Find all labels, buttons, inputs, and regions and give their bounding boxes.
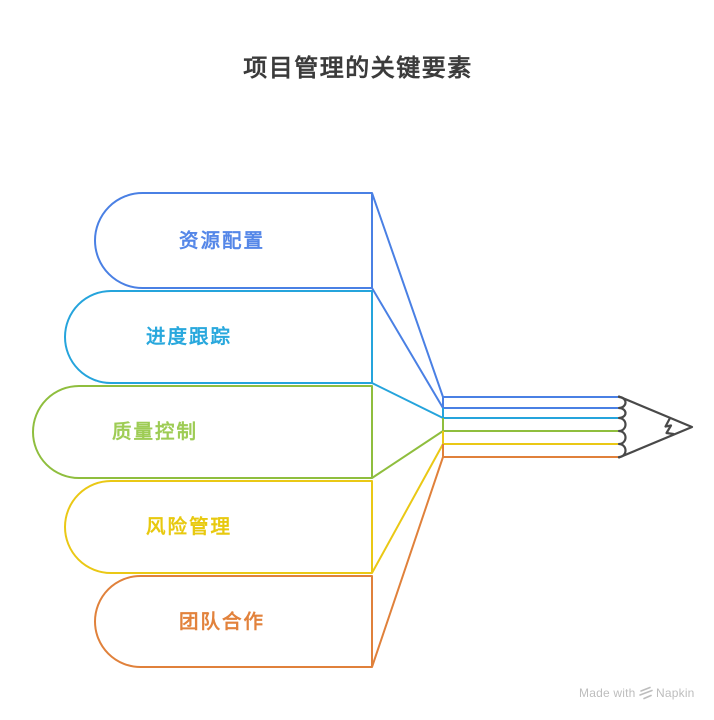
book-shape — [64, 290, 373, 384]
element-quality-control: 质量控制 — [32, 385, 618, 479]
pencil-point-outline — [617, 395, 694, 459]
pencil-wood-scallops — [617, 395, 627, 459]
connector-line — [371, 443, 618, 574]
pencil-lead-zigzag — [664, 416, 675, 436]
napkin-logo-stroke — [643, 694, 652, 700]
diagram-title: 项目管理的关键要素 — [243, 54, 473, 82]
element-progress-tracking: 进度跟踪 — [64, 290, 618, 419]
element-resource-allocation: 资源配置 — [94, 192, 618, 409]
book-shape — [32, 385, 373, 479]
book-shape — [64, 480, 373, 574]
watermark-brand: Napkin — [656, 686, 695, 700]
connector-line — [371, 430, 618, 479]
watermark-made-with: Made with — [579, 686, 636, 700]
napkin-logo-icon — [639, 686, 653, 700]
element-label: 质量控制 — [112, 420, 198, 443]
book-shape — [94, 575, 373, 668]
book-shape — [94, 192, 373, 289]
connector-line — [371, 287, 618, 409]
connector-line — [371, 382, 618, 419]
connector-line — [371, 192, 618, 398]
watermark: Made with Napkin — [579, 686, 695, 700]
element-label: 风险管理 — [146, 515, 232, 538]
element-team-collaboration: 团队合作 — [94, 444, 618, 668]
element-label: 进度跟踪 — [146, 325, 232, 348]
pencil-tip — [617, 395, 694, 459]
napkin-logo-stroke — [639, 689, 653, 696]
connector-line — [371, 456, 618, 668]
element-risk-management: 风险管理 — [64, 431, 618, 574]
element-label: 资源配置 — [179, 229, 265, 252]
napkin-logo-stroke — [640, 686, 651, 692]
element-label: 团队合作 — [179, 610, 265, 633]
